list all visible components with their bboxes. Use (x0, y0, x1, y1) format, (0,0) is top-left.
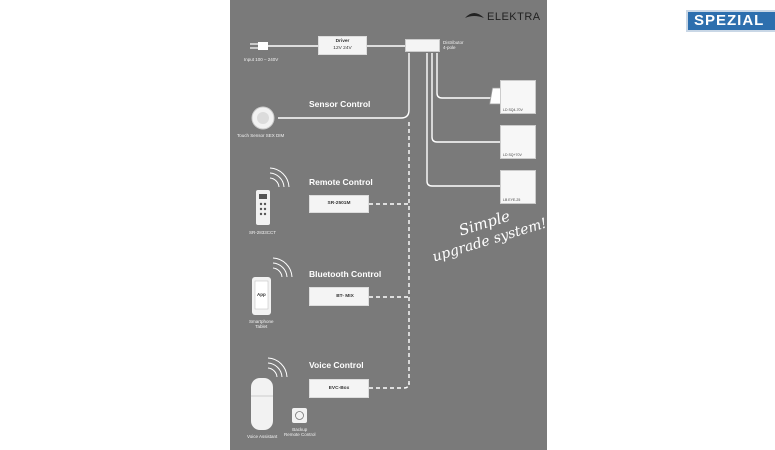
signal-icon-remote (269, 167, 290, 188)
light-thumb-1: LD SQ4-70V (500, 80, 536, 114)
spezial-badge: SPEZIAL (686, 10, 775, 32)
app-label: App (257, 292, 266, 297)
voice-assistant-icon (251, 378, 273, 430)
bluetooth-heading: Bluetooth Control (309, 269, 382, 279)
remote-heading: Remote Control (309, 177, 373, 187)
smartphone-label-line2: Tablet (255, 324, 268, 329)
light-line-2 (431, 53, 500, 143)
backup-remote-icon (292, 408, 307, 423)
sensor-device-label: Touch Sensor SEX DIM (237, 133, 285, 138)
voice-heading: Voice Control (309, 360, 364, 370)
light-thumb-3: LB EYE-25 (500, 170, 536, 204)
driver-box: Driver 12V 24V (318, 36, 367, 55)
distributor-line2: 4-pole (443, 45, 456, 50)
light-label-2: LD SQ+70V (503, 153, 522, 157)
driver-title: Driver (335, 39, 350, 44)
sensor-line (278, 109, 410, 119)
plug-icon (258, 42, 268, 50)
distributor-label: Distributor 4-pole (443, 40, 464, 50)
voice-receiver-box: EVC-Box (309, 379, 369, 398)
backup-remote-label: Backup Remote Control (284, 427, 316, 437)
voice-assistant-label: Voice Assistant (247, 434, 278, 439)
signal-icon-voice (267, 357, 288, 378)
bluetooth-receiver-box: BT- MIX (309, 287, 369, 306)
voice-link (369, 382, 410, 389)
brand-logo-text: ELEKTRA (487, 11, 541, 23)
elektra-logo-icon (465, 13, 484, 18)
input-label: Input 100 – 240V (244, 57, 279, 62)
smartphone-label-line1: Smartphone (249, 319, 274, 324)
backup-remote-line1: Backup (292, 427, 308, 432)
distributor-line1: Distributor (443, 40, 464, 45)
light-line-3 (426, 53, 500, 187)
signal-icon-bluetooth (272, 257, 293, 278)
distributor-box (405, 39, 440, 52)
light-thumb-2: LD SQ+70V (500, 125, 536, 159)
smartphone-label: Smartphone Tablet (249, 319, 274, 329)
remote-receiver-box: SR-2501M (309, 195, 369, 213)
remote-device-label: SR-2833CCT (249, 230, 277, 235)
diagram-panel (230, 0, 547, 450)
light-label-1: LD SQ4-70V (503, 108, 523, 112)
light-label-3: LB EYE-25 (503, 198, 521, 202)
light-line-1 (436, 53, 500, 99)
driver-spec: 12V 24V (333, 46, 352, 51)
backup-remote-line2: Remote Control (284, 432, 316, 437)
sensor-heading: Sensor Control (309, 99, 371, 109)
